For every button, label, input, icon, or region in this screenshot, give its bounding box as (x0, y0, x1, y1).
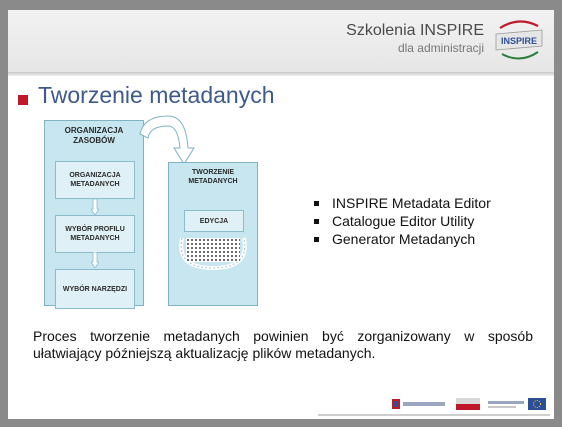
step-tool-selection: WYBÓR NARZĘDZI (55, 269, 135, 309)
arrow-down-icon (91, 199, 99, 215)
process-diagram: ORGANIZACJA ZASOBÓW ORGANIZACJA METADANY… (38, 110, 278, 310)
footer-note-line (318, 414, 550, 416)
frame-left (0, 0, 8, 427)
tools-list-item: Catalogue Editor Utility (314, 212, 491, 230)
inspire-logo-icon: INSPIRE (495, 20, 543, 60)
step-editing: EDYCJA (184, 210, 244, 232)
curved-arrow-icon (139, 115, 195, 165)
brand-title: Szkolenia INSPIRE (346, 22, 484, 39)
dotted-pattern-block (186, 238, 240, 262)
tools-list: INSPIRE Metadata Editor Catalogue Editor… (314, 194, 491, 248)
kapital-ludzki-logo-icon (392, 399, 445, 409)
arrow-down-icon (91, 252, 99, 268)
header-band (8, 10, 554, 72)
metadata-creation-label: TWORZENIE METADANYCH (188, 169, 238, 185)
tools-list-item: Generator Metadanych (314, 230, 491, 248)
title-bullet-icon (18, 95, 28, 105)
frame-top (0, 0, 562, 10)
step-metadata-organization: ORGANIZACJA METADANYCH (55, 161, 135, 199)
brand-subtitle: dla administracji (397, 41, 484, 55)
cycle-loop-icon (179, 237, 247, 270)
footer-logos (392, 398, 548, 412)
logo-text: INSPIRE (501, 36, 537, 46)
european-union-logo-icon (488, 398, 546, 410)
tools-list-item: INSPIRE Metadata Editor (314, 194, 491, 212)
body-paragraph: Proces tworzenie metadanych powinien być… (33, 328, 533, 361)
frame-right (554, 0, 562, 427)
resource-organization-box: ORGANIZACJA ZASOBÓW ORGANIZACJA METADANY… (44, 120, 144, 309)
slide-title: Tworzenie metadanych (38, 82, 275, 108)
header-divider (8, 72, 554, 76)
metadata-creation-box: TWORZENIE METADANYCH (168, 162, 258, 306)
poland-flag-logo-icon (456, 398, 480, 410)
frame-bottom (0, 419, 562, 427)
resource-organization-label: ORGANIZACJA ZASOBÓW (64, 126, 124, 145)
step-profile-selection: WYBÓR PROFILU METADANYCH (55, 215, 135, 253)
brand-block: Szkolenia INSPIRE dla administracji (346, 22, 484, 56)
